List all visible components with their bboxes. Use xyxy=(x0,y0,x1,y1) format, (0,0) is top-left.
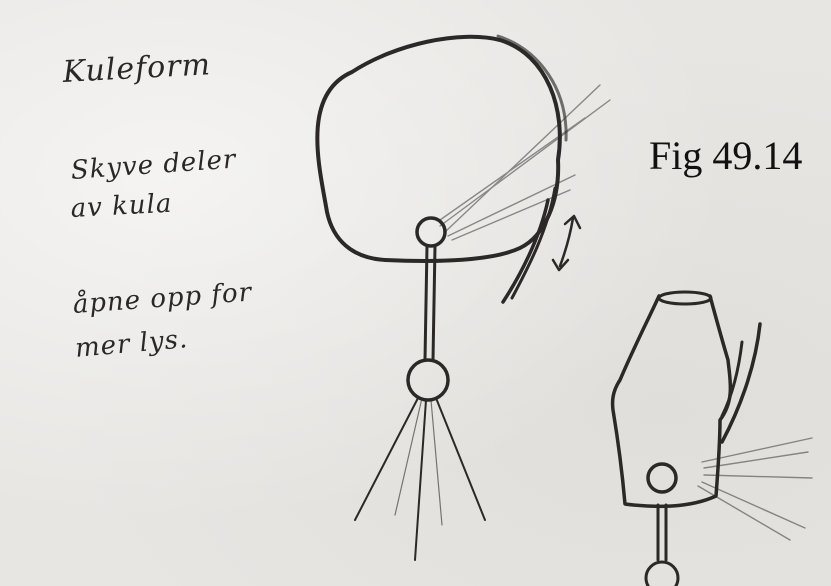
shade-top-rim xyxy=(659,292,711,304)
globe-shade-outline xyxy=(317,37,559,261)
globe-lamp-sketch xyxy=(317,36,610,560)
double-arrow-icon xyxy=(553,216,580,270)
shade-stem xyxy=(658,505,666,560)
shade-bulb xyxy=(648,464,676,492)
globe-tripod xyxy=(355,398,485,560)
handwritten-note-line-1: Kuleform xyxy=(62,50,212,88)
globe-shade-highlight xyxy=(498,36,566,140)
shade-joint xyxy=(646,562,678,586)
figure-label: Fig 49.14 xyxy=(649,136,802,176)
shade-lamp-sketch xyxy=(613,292,812,586)
handwritten-note-line-3: av kula xyxy=(70,191,173,222)
globe-stem xyxy=(425,246,435,360)
globe-joint xyxy=(408,360,448,400)
globe-light-rays xyxy=(440,85,610,240)
globe-bulb xyxy=(417,218,445,246)
